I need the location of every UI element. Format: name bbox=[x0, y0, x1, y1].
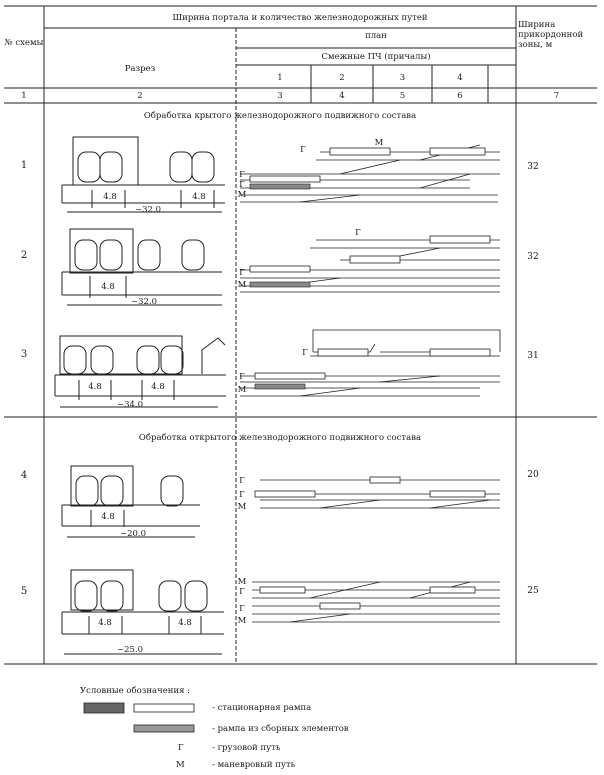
dim-label: 4.8 bbox=[178, 618, 192, 628]
subcol-3: 3 bbox=[399, 73, 406, 83]
dim-label: 4.8 bbox=[88, 382, 102, 392]
dim-label: 4.8 bbox=[192, 192, 206, 202]
span-label: ~20.0 bbox=[119, 529, 147, 539]
track-label-cargo: Г bbox=[239, 490, 245, 500]
zone-width-3: 31 bbox=[527, 351, 539, 361]
track-label-shunt: М bbox=[237, 577, 247, 587]
legend-item-stationary: - стационарная рампа bbox=[212, 703, 312, 713]
colnum-2: 2 bbox=[137, 91, 143, 101]
dim-label: 4.8 bbox=[103, 192, 117, 202]
header-zone-width: Ширина прикордонной зоны, м bbox=[518, 20, 584, 50]
colnum-3: 3 bbox=[277, 91, 283, 101]
legend-symbol-cargo: Г bbox=[178, 743, 184, 753]
dim-label: 4.8 bbox=[101, 512, 115, 522]
section-title-covered: Обработка крытого железнодорожного подви… bbox=[143, 111, 417, 121]
span-label: ~32.0 bbox=[130, 297, 158, 307]
section-drawing-3 bbox=[54, 335, 226, 408]
scheme-number-3: 3 bbox=[20, 349, 28, 360]
track-label-cargo: Г bbox=[239, 604, 245, 614]
legend-prefab-ramp-symbol bbox=[133, 724, 195, 733]
section-title-open: Обработка открытого железнодорожного под… bbox=[138, 433, 422, 443]
dim-label: 4.8 bbox=[101, 282, 115, 292]
zone-width-1: 32 bbox=[527, 162, 539, 172]
header-plan: план bbox=[365, 31, 387, 41]
track-label-cargo: Г bbox=[239, 587, 245, 597]
section-drawing-4 bbox=[61, 465, 200, 538]
legend-item-prefab: - рампа из сборных элементов bbox=[212, 724, 349, 734]
colnum-1: 1 bbox=[21, 91, 27, 101]
legend-title: Условные обозначения : bbox=[80, 686, 190, 696]
header-adjacent: Смежные ПЧ (причалы) bbox=[321, 52, 431, 62]
header-section: Разрез bbox=[124, 64, 156, 74]
span-label: ~25.0 bbox=[116, 645, 144, 655]
scheme-number-4: 4 bbox=[20, 470, 28, 481]
section-drawing-1 bbox=[61, 136, 225, 213]
track-label-cargo: Г bbox=[239, 180, 245, 190]
span-label: ~34.0 bbox=[116, 400, 144, 410]
subcol-2: 2 bbox=[339, 73, 345, 83]
subcol-1: 1 bbox=[277, 73, 283, 83]
track-label-cargo: Г bbox=[239, 268, 245, 278]
scheme-number-2: 2 bbox=[20, 250, 28, 261]
subcol-4: 4 bbox=[457, 73, 463, 83]
track-label-shunt: М bbox=[237, 385, 247, 395]
track-label-cargo: Г bbox=[239, 170, 245, 180]
zone-width-5: 25 bbox=[527, 586, 539, 596]
track-label-shunt: М bbox=[374, 138, 384, 148]
track-label-cargo: Г bbox=[355, 228, 361, 238]
track-label-shunt: М bbox=[237, 190, 247, 200]
zone-width-2: 32 bbox=[527, 252, 539, 262]
track-label-cargo: Г bbox=[300, 145, 306, 155]
scheme-number-5: 5 bbox=[20, 586, 28, 597]
scheme-number-1: 1 bbox=[20, 160, 28, 171]
colnum-4: 4 bbox=[339, 91, 345, 101]
track-label-shunt: М bbox=[237, 280, 247, 290]
legend-ramp-hatched-symbol bbox=[83, 702, 125, 714]
section-drawing-5 bbox=[61, 569, 224, 655]
zone-width-4: 20 bbox=[527, 470, 539, 480]
track-label-cargo: Г bbox=[239, 476, 245, 486]
track-label-cargo: Г bbox=[302, 348, 308, 358]
colnum-6: 6 bbox=[457, 91, 463, 101]
dim-label: 4.8 bbox=[98, 618, 112, 628]
track-label-shunt: М bbox=[237, 616, 247, 626]
legend-symbol-shunt: М bbox=[176, 760, 185, 770]
legend-stationary-ramp-symbol bbox=[133, 703, 195, 713]
section-drawing-2 bbox=[61, 228, 222, 306]
dim-label: 4.8 bbox=[151, 382, 165, 392]
legend-item-shunt: - маневровый путь bbox=[212, 760, 296, 770]
header-scheme-number: № схемы bbox=[4, 38, 44, 48]
track-label-shunt: М bbox=[237, 502, 247, 512]
header-top-span: Ширина портала и количество железнодорож… bbox=[172, 13, 428, 23]
span-label: ~32.0 bbox=[134, 205, 162, 215]
track-label-cargo: Г bbox=[239, 372, 245, 382]
colnum-5: 5 bbox=[399, 91, 406, 101]
legend-item-cargo: - грузовой путь bbox=[212, 743, 281, 753]
colnum-7: 7 bbox=[553, 91, 560, 101]
